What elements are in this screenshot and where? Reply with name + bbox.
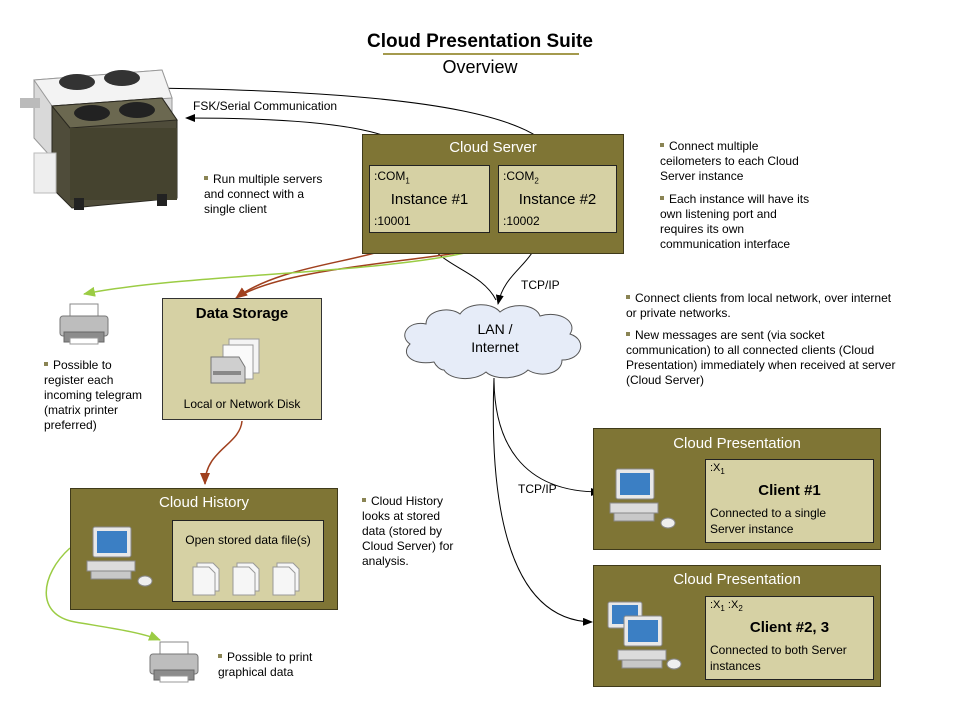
cloud-server-panel: Cloud Server :COM1 Instance #1 :10001 :C… [362, 134, 624, 254]
bullet-icon [626, 294, 630, 299]
note-listening-line: Each instance will have its [660, 192, 809, 207]
instance2-port: :10002 [503, 214, 540, 228]
client1-name: Client #1 [758, 482, 821, 499]
note-ceilometers-line: ceilometers to each Cloud [660, 154, 799, 168]
note-servers: Run multiple servers and connect with a … [204, 172, 322, 217]
instance2-name: Instance #2 [518, 191, 597, 208]
note-printer-line: incoming telegram [44, 388, 143, 402]
note-servers-line: single client [204, 202, 267, 216]
page-subtitle: Overview [442, 57, 518, 77]
instance1-com: :COM1 [374, 169, 410, 186]
note-clients-line: or private networks. [626, 306, 731, 320]
client2-title: Cloud Presentation [673, 571, 801, 588]
note-printer-line: preferred) [44, 418, 97, 432]
note-history-line: Cloud History [362, 494, 453, 509]
note-listening: Each instance will have its own listenin… [660, 192, 809, 252]
note-clients-line: Connect clients from local network, over… [626, 291, 891, 306]
note-history-line: Cloud Server) for [362, 539, 454, 553]
note-listening-line: communication interface [660, 237, 791, 251]
instance2-com: :COM2 [503, 169, 539, 186]
lan-label-line2: Internet [471, 339, 519, 355]
history-link [200, 420, 243, 485]
tcp-link-client1 [493, 377, 601, 496]
ceilometer-device-icon [20, 69, 178, 210]
note-messages-line: New messages are sent (via socket [626, 328, 895, 343]
serial-link-label: FSK/Serial Communication [193, 99, 338, 113]
note-history-line: looks at stored [362, 509, 441, 523]
client1-panel: Cloud Presentation :X1 Client #1 Connect… [593, 428, 881, 550]
client1-desc-line2: Server instance [710, 522, 794, 536]
note-printer-line: (matrix printer [44, 403, 119, 417]
bullet-icon [362, 497, 366, 502]
tcp-link-client2 [492, 377, 593, 626]
note-messages: New messages are sent (via socket commun… [626, 328, 895, 388]
instance1-port: :10001 [374, 214, 411, 228]
history-inner-box: Open stored data file(s) [172, 520, 324, 602]
note-printer: Possible to register each incoming teleg… [44, 358, 142, 433]
bullet-icon [218, 653, 222, 658]
note-ceilometers: Connect multiple ceilometers to each Clo… [660, 139, 799, 184]
bullet-icon [660, 142, 664, 147]
desktop-computer-icon [607, 601, 682, 670]
cloud-history-title: Cloud History [158, 494, 250, 511]
note-ceilometers-line: Connect multiple [660, 139, 799, 154]
note-clients: Connect clients from local network, over… [626, 291, 891, 321]
note-print-line: graphical data [218, 665, 294, 679]
client2-inner-box: :X1 :X2 Client #2, 3 Connected to both S… [705, 596, 874, 680]
tcp-link-label-top: TCP/IP [521, 278, 560, 292]
desktop-computer-icon [609, 468, 676, 529]
lan-label-line1: LAN / [477, 321, 513, 337]
server-instance-2: :COM2 Instance #2 :10002 [498, 165, 617, 233]
client1-desc-line1: Connected to a single [710, 506, 827, 520]
client1-title: Cloud Presentation [673, 435, 801, 452]
note-history-line: analysis. [362, 554, 409, 568]
cloud-server-title: Cloud Server [449, 139, 537, 156]
network-cloud-icon [404, 304, 582, 379]
client2-desc-line1: Connected to both Server [710, 643, 847, 657]
note-printer-line: register each [44, 373, 114, 387]
instance1-name: Instance #1 [390, 191, 469, 208]
client1-desc: Connected to a single Server instance [710, 505, 826, 537]
tcp-link-label-mid: TCP/IP [518, 482, 557, 496]
printer-icon [59, 303, 109, 345]
lan-label: LAN / Internet [440, 320, 550, 356]
data-storage-caption: Local or Network Disk [183, 397, 301, 411]
title-underline [383, 53, 579, 55]
desktop-computer-icon [86, 526, 153, 587]
data-storage-panel: Data Storage Local or Network Disk [162, 298, 322, 420]
note-messages-line: Presentation) immediately when received … [626, 358, 896, 372]
note-print-line: Possible to print [218, 650, 312, 665]
printer-link-bottom [45, 547, 161, 641]
note-print: Possible to print graphical data [218, 650, 312, 680]
note-ceilometers-line: Server instance [660, 169, 744, 183]
document-stack-icon [192, 562, 300, 596]
printer-icon [149, 641, 199, 683]
client2-panel: Cloud Presentation :X1 :X2 Client #2, 3 … [593, 565, 881, 687]
data-storage-title: Data Storage [195, 305, 289, 322]
note-servers-line: Run multiple servers [204, 172, 322, 187]
bullet-icon [660, 195, 664, 200]
note-messages-line: (Cloud Server) [626, 373, 705, 387]
note-listening-line: own listening port and [660, 207, 777, 221]
note-history-line: data (stored by [362, 524, 443, 538]
history-inner-label: Open stored data file(s) [185, 533, 311, 547]
bullet-icon [626, 331, 630, 336]
client2-desc-line2: instances [710, 659, 761, 673]
client1-port: :X1 [710, 462, 725, 477]
note-printer-line: Possible to [44, 358, 142, 373]
server-instance-1: :COM1 Instance #1 :10001 [369, 165, 490, 233]
note-listening-line: requires its own [660, 222, 745, 236]
client1-inner-box: :X1 Client #1 Connected to a single Serv… [705, 459, 874, 543]
disk-drive-icon [210, 338, 260, 384]
bullet-icon [204, 175, 208, 180]
client2-desc: Connected to both Server instances [710, 642, 847, 674]
cloud-history-panel: Cloud History Open stored data file(s) [70, 488, 338, 610]
note-messages-line: communication) to all connected clients … [626, 343, 875, 357]
page-title: Cloud Presentation Suite [367, 31, 593, 52]
client2-port: :X1 :X2 [710, 599, 743, 614]
client2-name: Client #2, 3 [749, 619, 830, 636]
note-history: Cloud History looks at stored data (stor… [362, 494, 453, 569]
bullet-icon [44, 361, 48, 366]
note-servers-line: and connect with a [204, 187, 305, 201]
